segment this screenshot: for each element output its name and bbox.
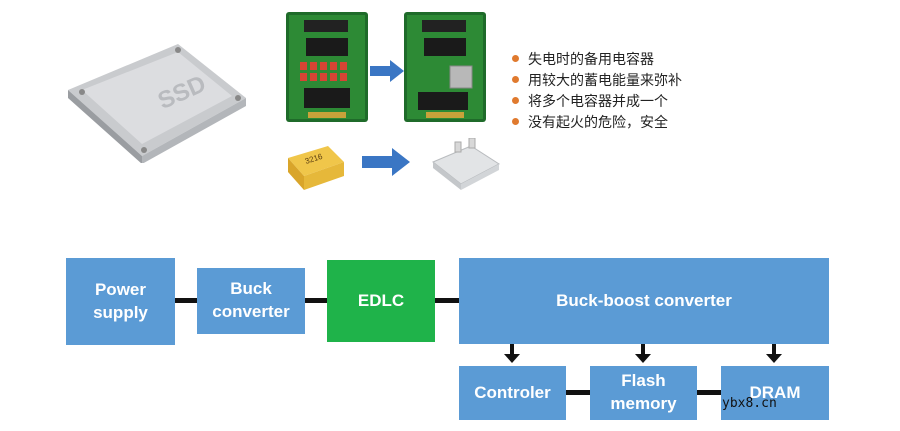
connector-line: [175, 298, 197, 303]
buck-boost-converter-block: Buck-boost converter: [459, 258, 829, 344]
bullet-item: 将多个电容器并成一个: [512, 90, 682, 111]
down-arrow-line: [772, 344, 776, 354]
pcb-with-single-edlc: [404, 12, 486, 122]
bullet-item: 没有起火的危险，安全: [512, 111, 682, 132]
feature-bullet-list: 失电时的备用电容器 用较大的蓄电能量来弥补 将多个电容器并成一个 没有起火的危险…: [512, 48, 682, 132]
down-arrow-line: [510, 344, 514, 354]
bullet-dot-icon: [512, 76, 519, 83]
dram-block: DRAM: [721, 366, 829, 420]
watermark-text: ybx8.cn: [722, 396, 777, 411]
pcb-with-many-capacitors: [286, 12, 368, 122]
ssd-drive-illustration: SSD: [68, 44, 246, 163]
controller-block: Controler: [459, 366, 566, 420]
bullet-dot-icon: [512, 97, 519, 104]
connector-line: [697, 390, 721, 395]
bullet-item: 用较大的蓄电能量来弥补: [512, 69, 682, 90]
connector-line: [566, 390, 590, 395]
edlc-capacitor-illustration: [432, 138, 500, 190]
bullet-dot-icon: [512, 55, 519, 62]
edlc-block: EDLC: [327, 260, 435, 342]
right-arrow-icon: [370, 60, 404, 82]
bullet-item: 失电时的备用电容器: [512, 48, 682, 69]
bullet-dot-icon: [512, 118, 519, 125]
down-arrow-icon: [766, 354, 782, 363]
down-arrow-icon: [635, 354, 651, 363]
tantalum-capacitor-illustration: 3216: [288, 146, 344, 190]
down-arrow-line: [641, 344, 645, 354]
down-arrow-icon: [504, 354, 520, 363]
right-arrow-icon: [362, 148, 410, 176]
connector-line: [305, 298, 327, 303]
connector-line: [435, 298, 459, 303]
